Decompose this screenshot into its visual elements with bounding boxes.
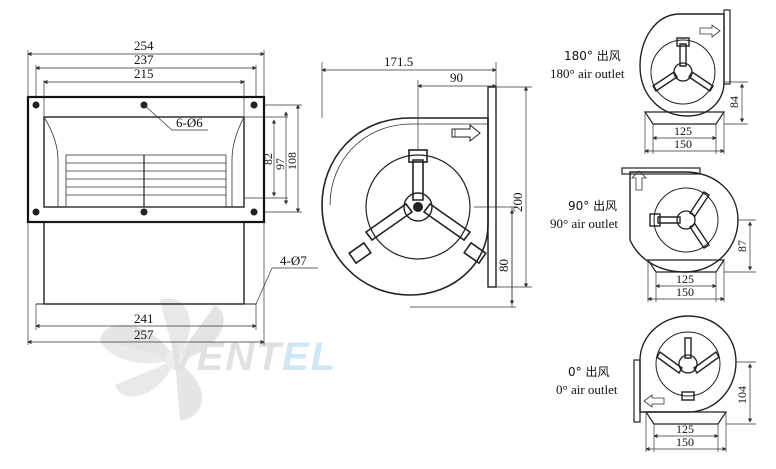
variant-90-dim-inner: 125	[676, 272, 694, 286]
variant-90-dim-height: 87	[735, 240, 749, 252]
variant-0-caption-cn: 0° 出风	[568, 365, 609, 379]
dim-97: 97	[273, 158, 287, 170]
dim-82: 82	[261, 153, 275, 165]
fan-logo-icon	[100, 298, 224, 420]
dim-200: 200	[510, 193, 525, 213]
front-flange	[26, 95, 266, 224]
side-outlet-flange	[487, 86, 497, 288]
variant-0-caption-en: 0° air outlet	[556, 382, 618, 397]
variant-0-dim-height: 104	[735, 386, 749, 404]
watermark-brand-b: EL	[282, 335, 337, 379]
variant-90-caption-cn: 90° 出风	[568, 199, 617, 213]
variant-90-dim-outer: 150	[676, 285, 694, 299]
dim-80: 80	[496, 259, 511, 272]
dim-215: 215	[134, 66, 154, 81]
side-scroll-housing	[321, 117, 489, 296]
variant-90: 90° 出风 90° air outlet 87 125 150	[550, 167, 756, 302]
dim-237: 237	[134, 52, 154, 67]
watermark: VENT EL	[100, 298, 337, 420]
side-spider-arms	[348, 149, 487, 265]
variant-180-dim-height: 84	[727, 96, 741, 108]
dim-holes-4: 4-Ø7	[280, 253, 307, 268]
variant-0-dim-inner: 125	[676, 422, 694, 436]
variant-0-dim-outer: 150	[676, 435, 694, 449]
dim-108: 108	[285, 152, 299, 170]
dim-254: 254	[134, 38, 154, 53]
variant-180-dim-outer: 150	[674, 137, 692, 151]
front-housing	[43, 221, 245, 305]
variant-180-caption-en: 180° air outlet	[550, 66, 625, 81]
watermark-brand-a: VENT	[168, 335, 284, 379]
dim-257: 257	[134, 327, 154, 342]
variant-180: 180° 出风 180° air outlet 84 125 150	[550, 9, 748, 154]
side-view: 171.5 90 200 80	[321, 54, 532, 308]
variant-180-dim-inner: 125	[674, 124, 692, 138]
front-view: 254 237 215 6-Ø6 4-Ø7 82 97 108 241 257	[26, 38, 318, 345]
variant-180-caption-cn: 180° 出风	[564, 49, 621, 63]
dim-241: 241	[134, 311, 154, 326]
variant-90-caption-en: 90° air outlet	[550, 216, 618, 231]
variant-0: 0° 出风 0° air outlet 104 125 150	[556, 315, 756, 452]
dim-90: 90	[450, 70, 463, 85]
dim-171-5: 171.5	[384, 54, 413, 69]
airflow-arrow-icon	[699, 24, 721, 38]
dim-holes-6: 6-Ø6	[176, 115, 203, 130]
airflow-arrow-icon	[643, 394, 665, 408]
airflow-arrow-icon	[631, 170, 647, 191]
airflow-arrow-icon	[451, 123, 481, 143]
front-impeller-blades	[65, 154, 227, 208]
